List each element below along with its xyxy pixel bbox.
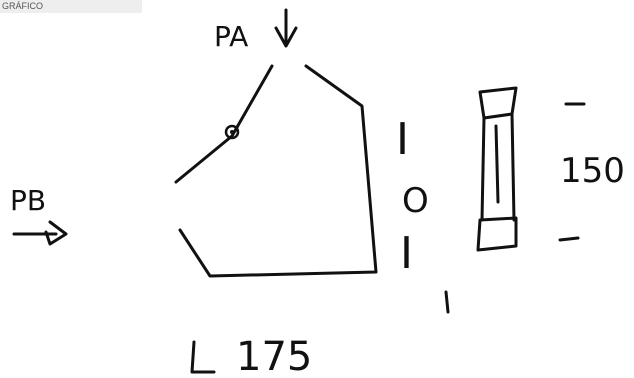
dimension-base-value: 175 (236, 334, 312, 378)
bar-label-middle: O (402, 181, 429, 221)
bar-label-bottom: I (400, 228, 413, 279)
column-sketch (476, 86, 518, 252)
bar-label-top: I (396, 114, 409, 165)
force-b-label: PB (10, 184, 46, 217)
dimension-tick-bottom (558, 236, 580, 242)
shape-outline (174, 64, 378, 278)
force-a-arrow (274, 8, 298, 48)
force-a-label: PA (214, 20, 248, 53)
base-dimension-mark (190, 340, 216, 374)
dimension-height-value: 150 (560, 151, 625, 191)
hinge-marker (224, 124, 240, 140)
hinge-dot (230, 130, 234, 134)
force-b-arrow (12, 220, 68, 246)
graphic-tab-label: GRÁFICO (0, 0, 142, 13)
pencil-stroke (444, 290, 450, 314)
